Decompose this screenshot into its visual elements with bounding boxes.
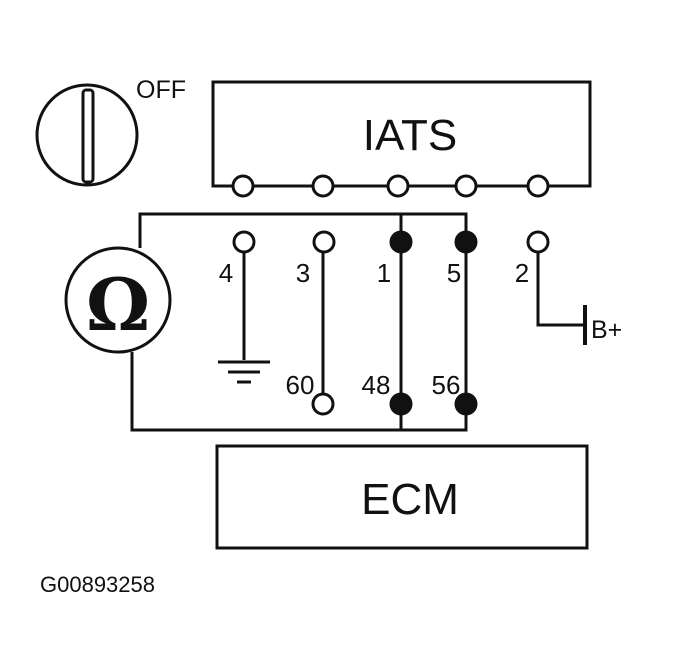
switch-position-label: OFF xyxy=(136,76,186,104)
ohm-symbol: Ω xyxy=(86,262,150,347)
iats-label: IATS xyxy=(363,111,458,160)
ecm-pin-label: 48 xyxy=(362,370,391,400)
ecm-label: ECM xyxy=(361,475,459,524)
battery-label: B+ xyxy=(591,316,622,344)
ignition-switch-icon xyxy=(35,83,139,187)
pin-label: 1 xyxy=(377,258,391,288)
ecm-module xyxy=(215,444,589,550)
ecm-pin-label: 56 xyxy=(432,370,461,400)
ohmmeter xyxy=(64,246,172,354)
meter-leads xyxy=(130,212,468,432)
pin-wires xyxy=(242,252,583,394)
harness-pins xyxy=(232,230,550,254)
pin-label: 3 xyxy=(296,258,310,288)
pin-label: 2 xyxy=(515,258,529,288)
ground-icon xyxy=(218,360,270,384)
ecm-pins xyxy=(311,392,478,416)
iats-module xyxy=(211,80,592,188)
iats-terminals xyxy=(231,174,550,198)
pin-label: 4 xyxy=(219,258,233,288)
pin-label: 5 xyxy=(447,258,461,288)
figure-id: G00893258 xyxy=(40,572,155,597)
ecm-pin-label: 60 xyxy=(286,370,315,400)
